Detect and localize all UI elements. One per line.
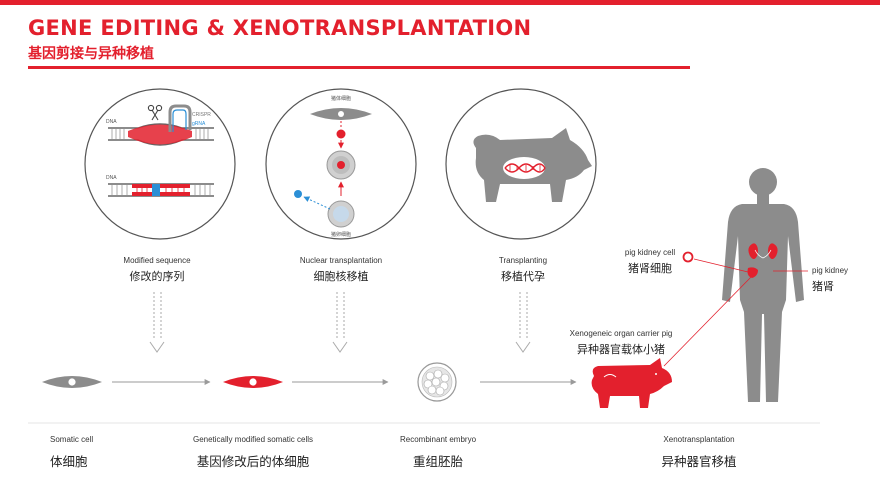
- step-somatic-cell: Somatic cell 体细胞: [50, 435, 94, 469]
- page-subtitle: 基因剪接与异种移植: [28, 46, 154, 62]
- page-title: GENE EDITING & XENOTRANSPLANTATION: [28, 16, 532, 40]
- egg-cell-label: 猪卵细胞: [331, 232, 352, 238]
- carrier-pig-label: Xenogeneic organ carrier pig 异种器官载体小猪: [569, 329, 673, 356]
- crispr-label: CRISPR: [192, 112, 211, 118]
- title-divider: [28, 66, 690, 69]
- embryo-icon: [417, 362, 457, 402]
- kidney-cell-icon: [682, 251, 694, 263]
- down-arrow-2: [332, 292, 348, 353]
- somatic-cell-icon: [42, 376, 102, 388]
- pig-kidney-label: pig kidney 猪肾: [812, 266, 849, 293]
- step-recombinant-embryo: Recombinant embryo 重组胚胎: [399, 435, 477, 469]
- top-accent-bar: [0, 0, 880, 5]
- step-modified-somatic-cells: Genetically modified somatic cells 基因修改后…: [192, 435, 314, 469]
- transplant-line: [663, 275, 753, 367]
- down-arrow-3: [515, 292, 531, 353]
- step-modified-sequence: Modified sequence 修改的序列: [123, 256, 191, 283]
- step-nuclear-transplantation: Nuclear transplantation 细胞核移植: [299, 256, 383, 283]
- pig-kidney-cell-label: pig kidney cell 猪肾细胞: [624, 248, 676, 275]
- kidney-cell-callout: [693, 258, 749, 273]
- somatic-cell-label: 猪体细胞: [331, 96, 352, 102]
- carrier-pig-icon: [591, 358, 672, 408]
- nuclear-transfer-icon: [265, 88, 417, 240]
- step-xenotransplantation: Xenotransplantation 异种器官移植: [661, 435, 737, 469]
- modified-cell-icon: [223, 376, 283, 388]
- dna-label-bottom: DNA: [106, 175, 117, 181]
- human-figure-icon: [722, 168, 804, 402]
- kidney-cell-marker: [747, 267, 758, 278]
- grna-label: gRNA: [192, 121, 206, 127]
- step-transplanting: Transplanting 移植代孕: [498, 256, 548, 283]
- surrogate-pig-icon: [445, 88, 597, 240]
- dna-label-top: DNA: [106, 119, 117, 125]
- down-arrow-1: [149, 292, 165, 353]
- dna-editing-icon: [84, 88, 236, 240]
